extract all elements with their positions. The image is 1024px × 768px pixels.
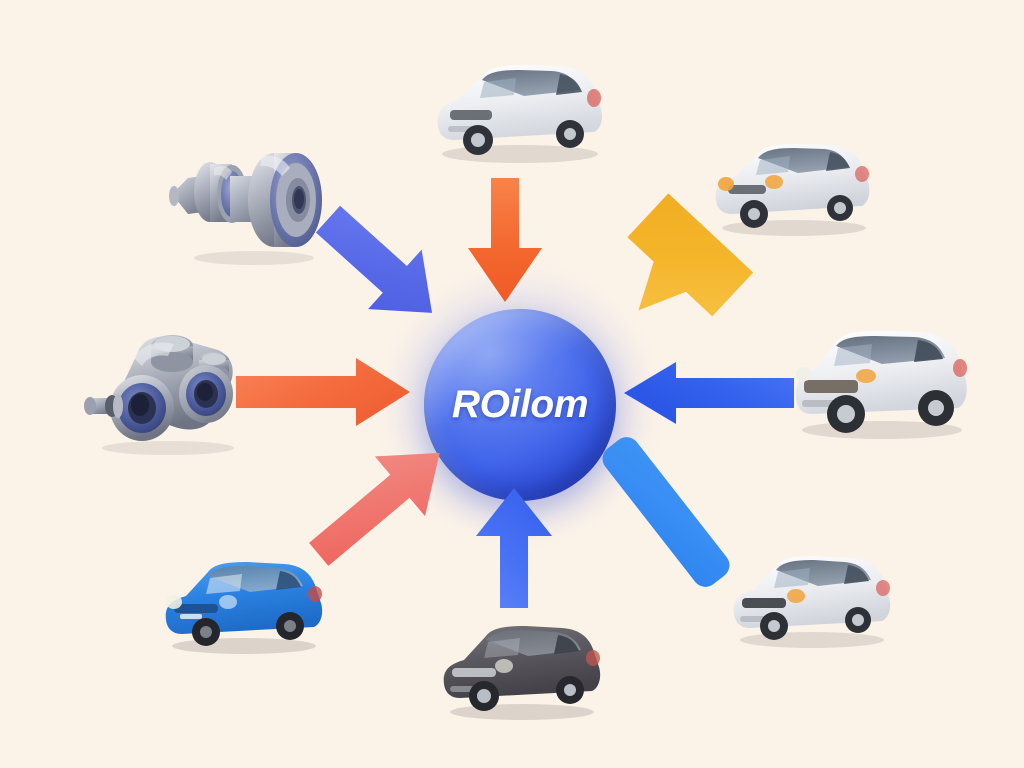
car-bottom-left-blue-hatchback[interactable] — [158, 548, 330, 658]
car-bottom-dark-sedan[interactable] — [434, 612, 610, 724]
arrow-right-horizontal[interactable] — [622, 360, 794, 426]
arrow-bottom-right-bar[interactable] — [586, 437, 746, 587]
car-right-white-suv[interactable] — [784, 318, 976, 444]
arrow-bottom-up[interactable] — [468, 488, 560, 610]
car-bottom-right-white-sedan[interactable] — [726, 542, 898, 652]
hub-label: ROilom — [451, 383, 589, 426]
car-top-white-hatchback[interactable] — [424, 48, 612, 166]
arrow-top-left-diagonal[interactable] — [304, 204, 456, 328]
part-twin-roller-assembly[interactable] — [76, 312, 254, 460]
arrow-top-right-diagonal[interactable] — [596, 193, 760, 330]
car-top-right-white-hatchback[interactable] — [704, 128, 880, 240]
arrow-left-horizontal[interactable] — [236, 356, 412, 428]
part-roller-bearing[interactable] — [166, 128, 336, 270]
arrow-top-down[interactable] — [455, 178, 555, 306]
arrow-bottom-left-diagonal[interactable] — [296, 438, 464, 568]
